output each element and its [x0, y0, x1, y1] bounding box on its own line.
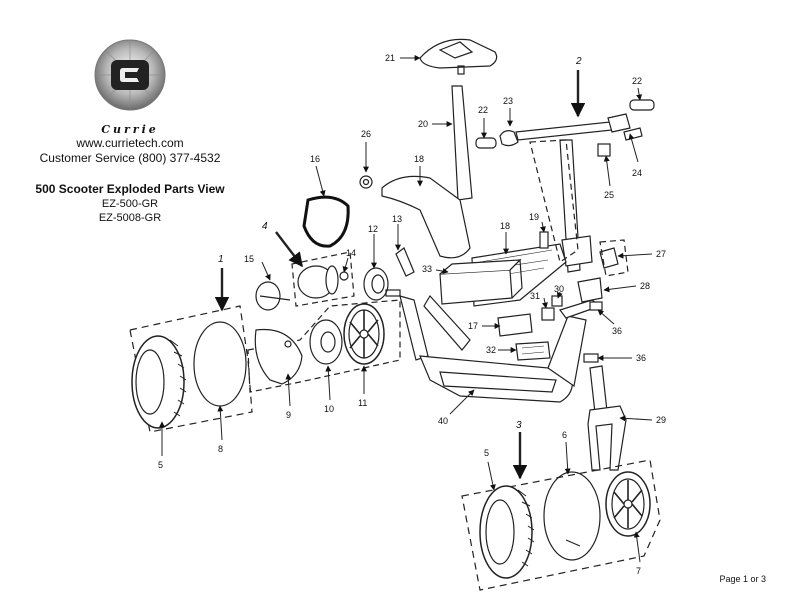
relay-part: [551, 295, 563, 307]
seat-post-part: [451, 85, 473, 201]
frame-part: [399, 294, 602, 403]
part-label: 36: [636, 353, 646, 363]
part-label: 22: [478, 105, 488, 115]
bearing-part: [589, 301, 603, 311]
part-label: 9: [286, 410, 291, 420]
website-text: www.currietech.com: [76, 136, 184, 150]
part-label: 24: [632, 168, 642, 178]
part-label: 6: [562, 430, 567, 440]
handlebar-part: [475, 99, 655, 273]
part-label: 18: [500, 221, 510, 231]
part-label: 30: [554, 284, 564, 294]
brake-cover-part: [254, 328, 303, 385]
front-tube-part: [543, 471, 601, 561]
header: Currie www.currietech.com Customer Servi…: [30, 38, 230, 225]
model-number-1: EZ-500-GR: [101, 198, 159, 210]
bearing-part-lower: [583, 353, 599, 363]
bracket-part: [497, 313, 533, 337]
part-label: 28: [640, 281, 650, 291]
group-label: 4: [262, 221, 268, 232]
controller-part: [515, 341, 551, 361]
part-label: 8: [218, 444, 223, 454]
part-label: 20: [418, 119, 428, 129]
part-label: 14: [346, 248, 356, 258]
group-label: 3: [516, 420, 522, 431]
page-number: Page 1 or 3: [719, 574, 766, 584]
part-label: 10: [324, 404, 334, 414]
fork-part: [587, 365, 627, 471]
front-rim-part: [605, 471, 651, 537]
part-label: 23: [503, 96, 513, 106]
part-label: 19: [529, 212, 539, 222]
model-number-2: EZ-5008-GR: [98, 212, 162, 224]
brand-name: Currie: [101, 123, 159, 136]
part-label: 27: [656, 249, 666, 259]
part-label: 31: [530, 291, 540, 301]
part-label: 21: [385, 53, 395, 63]
group-label: 2: [575, 56, 582, 67]
battery-part: [439, 258, 523, 305]
sprocket-part: [363, 267, 401, 301]
part-label: 32: [486, 345, 496, 355]
part-label: 33: [422, 264, 432, 274]
part-label: 11: [358, 398, 367, 408]
part-label: 18: [414, 154, 424, 164]
page-title: 500 Scooter Exploded Parts View: [35, 182, 225, 196]
part-label: 29: [656, 415, 666, 425]
rear-cover-part: [381, 175, 471, 259]
seat-part: [419, 38, 498, 75]
rear-tube-part: [193, 321, 247, 407]
currie-logo: [94, 39, 166, 111]
front-tire-part: [479, 485, 535, 579]
motor-part: [297, 265, 349, 299]
part-label: 5: [484, 448, 489, 458]
customer-service-text: Customer Service (800) 377-4532: [39, 151, 221, 165]
part-label: 40: [438, 416, 448, 426]
group-4-outline: [291, 251, 355, 307]
throttle-part: [577, 247, 619, 303]
part-label: 13: [392, 214, 402, 224]
part-label: 36: [612, 326, 622, 336]
rear-rim-part: [343, 303, 385, 365]
part-labels: 21 2 22 22 23 20 26 16 18 18 19 13 12 4 …: [158, 53, 666, 576]
part-label: 15: [244, 254, 254, 264]
fuse-part: [539, 231, 549, 249]
switch-part: [541, 307, 555, 321]
part-label: 5: [158, 460, 163, 470]
brake-drum-part: [309, 319, 343, 365]
part-label: 7: [636, 566, 641, 576]
rear-tire-part: [131, 335, 187, 429]
part-label: 22: [632, 76, 642, 86]
part-label: 17: [468, 321, 478, 331]
brake-lever-part: [395, 247, 415, 277]
part-label: 12: [368, 224, 378, 234]
part-label: 16: [310, 154, 320, 164]
nut-part: [359, 175, 373, 189]
chain-part: [302, 195, 350, 248]
brake-band-part: [255, 281, 291, 311]
part-label: 26: [361, 129, 371, 139]
group-3-outline: [461, 459, 661, 591]
part-label: 25: [604, 190, 614, 200]
group-label: 1: [218, 254, 224, 265]
